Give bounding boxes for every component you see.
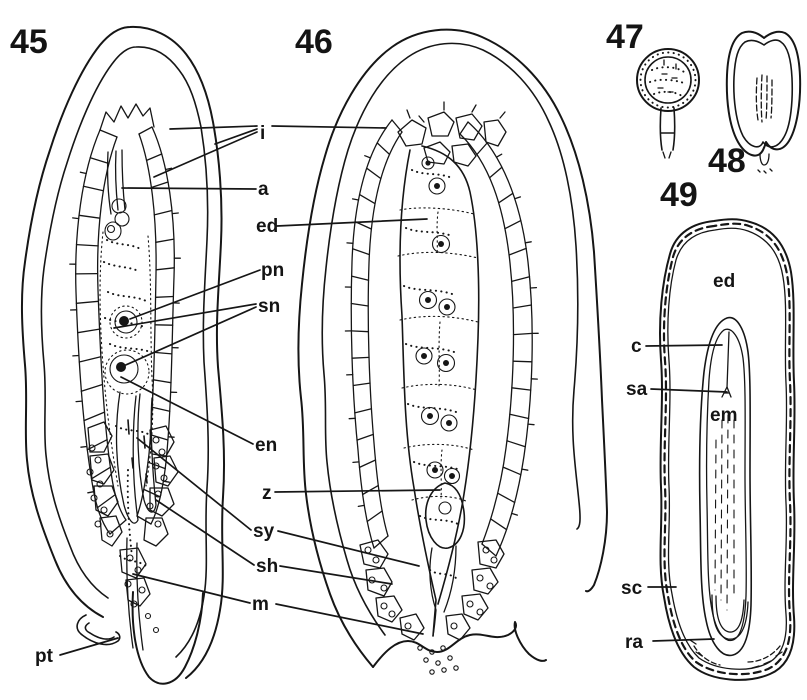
figure-46-drawing: [297, 28, 608, 675]
figure-47-number: 47: [606, 18, 644, 56]
leader-sa: [650, 388, 728, 393]
figure-46-number: 46: [295, 23, 333, 61]
jacket-cell-walls: [136, 126, 175, 525]
leader-pn: [129, 269, 261, 320]
label-sy: sy: [253, 521, 275, 542]
label-pn: pn: [261, 260, 284, 281]
leader-i: [153, 125, 387, 178]
figure-48-drawing: [725, 30, 802, 174]
figure-45-number: 45: [10, 23, 48, 61]
leader-pt: [59, 637, 119, 656]
figure-numbers: 45 46 47 48 49: [10, 18, 746, 214]
leader-m: [132, 573, 424, 635]
jacket-cell-walls: [75, 129, 127, 535]
jacket-outer-ticks: [69, 171, 95, 494]
label-a: a: [258, 179, 269, 200]
label-ra: ra: [625, 632, 643, 653]
label-ed-fig46: ed: [256, 216, 278, 237]
part-labels: i a ed pn sn en z sy sh m pt ed c sa em …: [35, 123, 737, 667]
jacket-outer-ticks: [344, 155, 372, 508]
label-integument: i: [260, 123, 265, 144]
label-z: z: [262, 483, 272, 504]
figure-45-drawing: [20, 25, 226, 685]
leader-sy: [136, 437, 420, 567]
leader-z: [274, 489, 441, 493]
figure-49-drawing: [659, 218, 796, 681]
leader-ed46: [276, 218, 428, 227]
figure-47-drawing: [636, 48, 700, 159]
figure-48-number: 48: [708, 142, 746, 180]
jacket-cell-walls: [459, 121, 533, 557]
label-ed-fig49: ed: [713, 271, 735, 292]
starch-granules-45: [86, 436, 168, 634]
label-sc: sc: [621, 578, 643, 599]
leader-ra: [652, 638, 715, 642]
figure-49-number: 49: [660, 176, 698, 214]
jacket-outer-ticks: [495, 153, 539, 516]
leader-c: [645, 344, 723, 347]
leader-sn: [113, 303, 257, 369]
label-sn: sn: [258, 296, 280, 317]
label-pt: pt: [35, 646, 54, 667]
micropyle-dots: [417, 645, 459, 675]
label-sa: sa: [626, 379, 648, 400]
endosperm-nuclei: [415, 156, 461, 485]
label-em: em: [710, 405, 737, 426]
leader-en: [120, 376, 254, 445]
starch-granules-46: [364, 546, 498, 630]
leader-lines: [59, 125, 728, 656]
label-m: m: [252, 594, 269, 615]
label-en: en: [255, 435, 277, 456]
label-sh: sh: [256, 556, 278, 577]
label-c: c: [631, 336, 642, 357]
leader-sh: [155, 499, 393, 585]
leader-a: [121, 187, 257, 190]
jacket-cell-walls: [350, 119, 403, 549]
